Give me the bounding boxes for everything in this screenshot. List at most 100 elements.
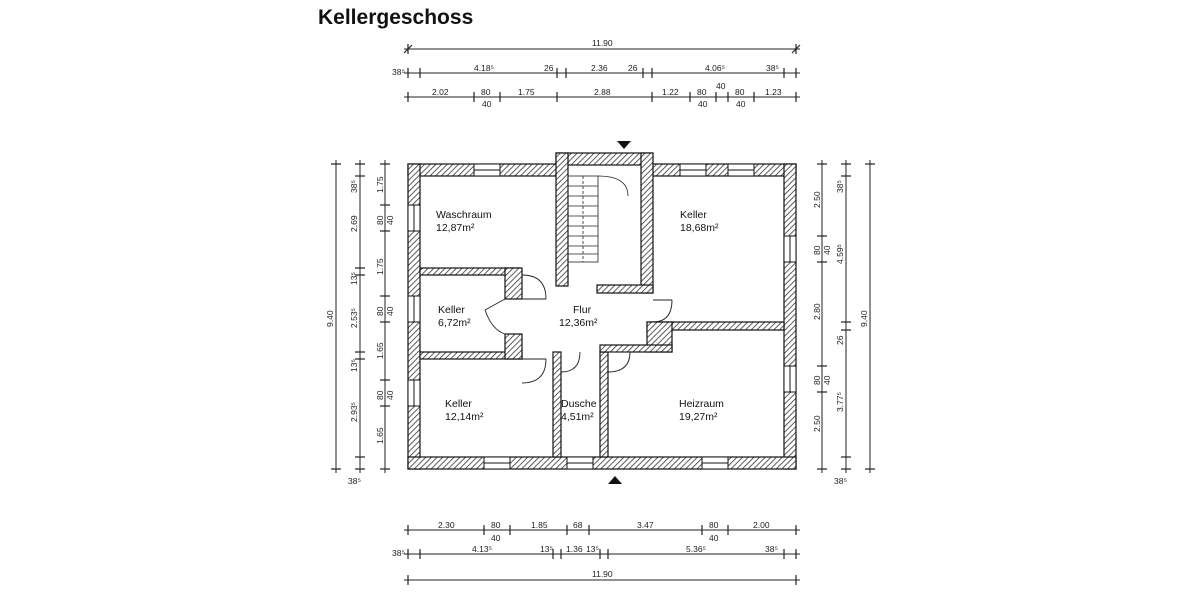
- room-name-dusche: Dusche: [561, 398, 597, 410]
- dim-right-c2-2: 26: [835, 335, 845, 345]
- dimensions-right: 2.50 80 40 2.80 80 40 2.50 38⁵ 4.59⁵ 26 …: [812, 160, 875, 486]
- stair-wall-right: [640, 152, 654, 294]
- dim-bot-r1-3: 68: [573, 520, 583, 530]
- dim-left-c3-2: 40: [385, 215, 395, 225]
- dim-bot-overall: 11.90: [592, 569, 613, 579]
- dim-left-c3-1: 80: [375, 215, 385, 225]
- dim-bot-r2-1: 4.13⁵: [472, 544, 492, 554]
- room-area-flur: 12,36m²: [559, 317, 598, 329]
- dim-left-c2-6: 38⁵: [348, 476, 361, 486]
- dim-top-r3-0: 2.02: [432, 87, 449, 97]
- wall-dusche-right: [599, 351, 609, 458]
- dim-bot-r1-4: 3.47: [637, 520, 654, 530]
- dim-right-c2-3: 3.77⁵: [835, 392, 845, 412]
- outer-wall-bottom: [407, 456, 797, 470]
- dim-bot-r1b-0: 40: [491, 533, 501, 543]
- dim-left-c2-2: 13⁵: [349, 272, 359, 285]
- room-name-keller-ne: Keller: [680, 209, 707, 221]
- room-name-keller-w: Keller: [438, 304, 465, 316]
- dim-left-c2-4: 13⁵: [349, 359, 359, 372]
- dim-right-overall: 9.40: [859, 310, 869, 327]
- dim-top-r3-2: 1.75: [518, 87, 535, 97]
- dim-bot-r2-6: 38⁵: [765, 544, 778, 554]
- dim-right-c2-0: 38⁵: [835, 180, 845, 193]
- dim-right-c2-1: 4.59⁵: [835, 244, 845, 264]
- dim-left-c2-0: 38⁵: [349, 180, 359, 193]
- dim-bot-r2-0: 38⁵: [392, 548, 405, 558]
- room-name-keller-sw: Keller: [445, 398, 472, 410]
- arrow-top-icon: [617, 141, 631, 149]
- staircase: [567, 175, 629, 263]
- dim-left-c3-0: 1.75: [375, 176, 385, 193]
- dim-top-r3b-0: 40: [482, 99, 492, 109]
- dim-left-c3-5: 40: [385, 306, 395, 316]
- room-area-keller-ne: 18,68m²: [680, 222, 719, 234]
- dim-right-c1-6: 2.50: [812, 415, 822, 432]
- dim-top-overall: 11.90: [592, 38, 613, 48]
- dim-right-c1-2: 40: [822, 245, 832, 255]
- dim-right-c2-4: 38⁵: [834, 476, 847, 486]
- dim-left-c3-6: 1.65: [375, 342, 385, 359]
- room-name-flur: Flur: [573, 304, 592, 316]
- dim-left-c3-7: 80: [375, 390, 385, 400]
- dim-left-c2-3: 2.53⁵: [349, 308, 359, 328]
- room-area-keller-sw: 12,14m²: [445, 411, 484, 423]
- room-labels: Waschraum 12,87m² Keller 18,68m² Keller …: [436, 209, 724, 423]
- arrow-bottom-icon: [608, 476, 622, 484]
- dim-bot-r1b-1: 40: [709, 533, 719, 543]
- stair-wall-top: [555, 152, 653, 166]
- wall-column-left-bottom: [504, 333, 523, 360]
- dim-right-c1-0: 2.50: [812, 191, 822, 208]
- outer-wall-right: [783, 163, 797, 470]
- dimensions-left: 9.40 38⁵ 2.69 13⁵ 2.53⁵ 13⁵ 2.93⁵ 38⁵ 1.…: [325, 160, 395, 486]
- dim-bot-r1-6: 2.00: [753, 520, 770, 530]
- dim-top-r3-6: 80: [735, 87, 745, 97]
- dimensions-top: 11.90 38⁵ 4.18⁵ 26 2.36 26 4.06⁵ 38⁵ 40 …: [392, 38, 801, 109]
- room-area-heizraum: 19,27m²: [679, 411, 718, 423]
- dim-top-r3-5: 80: [697, 87, 707, 97]
- dim-right-c1-5: 40: [822, 375, 832, 385]
- room-area-keller-w: 6,72m²: [438, 317, 471, 329]
- dim-top-r2-4: 26: [628, 63, 638, 73]
- dim-bot-r1-1: 80: [491, 520, 501, 530]
- room-name-heizraum: Heizraum: [679, 398, 724, 410]
- dimensions-bottom: 2.30 80 1.85 68 3.47 80 2.00 40 40 38⁵ 4…: [392, 520, 800, 585]
- room-area-waschraum: 12,87m²: [436, 222, 475, 234]
- dim-top-r3b-2: 40: [736, 99, 746, 109]
- dim-top-r2-0: 38⁵: [392, 67, 405, 77]
- dim-bot-r2-2: 13⁵: [540, 544, 553, 554]
- dim-left-c3-4: 80: [375, 306, 385, 316]
- dim-bot-r1-0: 2.30: [438, 520, 455, 530]
- room-name-waschraum: Waschraum: [436, 209, 492, 221]
- doors: [484, 274, 673, 384]
- dim-left-c3-9: 1.65: [375, 427, 385, 444]
- dim-right-c1-4: 80: [812, 375, 822, 385]
- wall-dusche-left: [552, 351, 562, 458]
- dim-top-r3-4: 1.22: [662, 87, 679, 97]
- dim-bot-r2-4: 13⁵: [586, 544, 599, 554]
- dim-left-overall: 9.40: [325, 310, 335, 327]
- dim-right-c1-3: 2.80: [812, 303, 822, 320]
- wall-heizraum-flur: [599, 344, 673, 353]
- windows: [407, 163, 797, 470]
- dim-top-r3-extra: 40: [716, 81, 726, 91]
- dim-top-r3-3: 2.88: [594, 87, 611, 97]
- dim-bot-r1-5: 80: [709, 520, 719, 530]
- room-area-dusche: 4,51m²: [561, 411, 594, 423]
- dim-top-r2-5: 4.06⁵: [705, 63, 725, 73]
- outer-wall-top-right: [651, 163, 797, 177]
- dim-left-c3-8: 40: [385, 390, 395, 400]
- dim-left-c2-5: 2.93⁵: [349, 402, 359, 422]
- dim-top-r2-3: 2.36: [591, 63, 608, 73]
- dim-bot-r2-5: 5.36⁵: [686, 544, 706, 554]
- stair-wall-left: [555, 152, 569, 287]
- dim-bot-r2-3: 1.36: [566, 544, 583, 554]
- landing-wall: [596, 284, 654, 294]
- dim-top-r2-6: 38⁵: [766, 63, 779, 73]
- dim-right-c1-1: 80: [812, 245, 822, 255]
- dim-left-c2-1: 2.69: [349, 215, 359, 232]
- dim-top-r3-1: 80: [481, 87, 491, 97]
- plan-title: Kellergeschoss: [318, 6, 474, 29]
- dim-top-r3b-1: 40: [698, 99, 708, 109]
